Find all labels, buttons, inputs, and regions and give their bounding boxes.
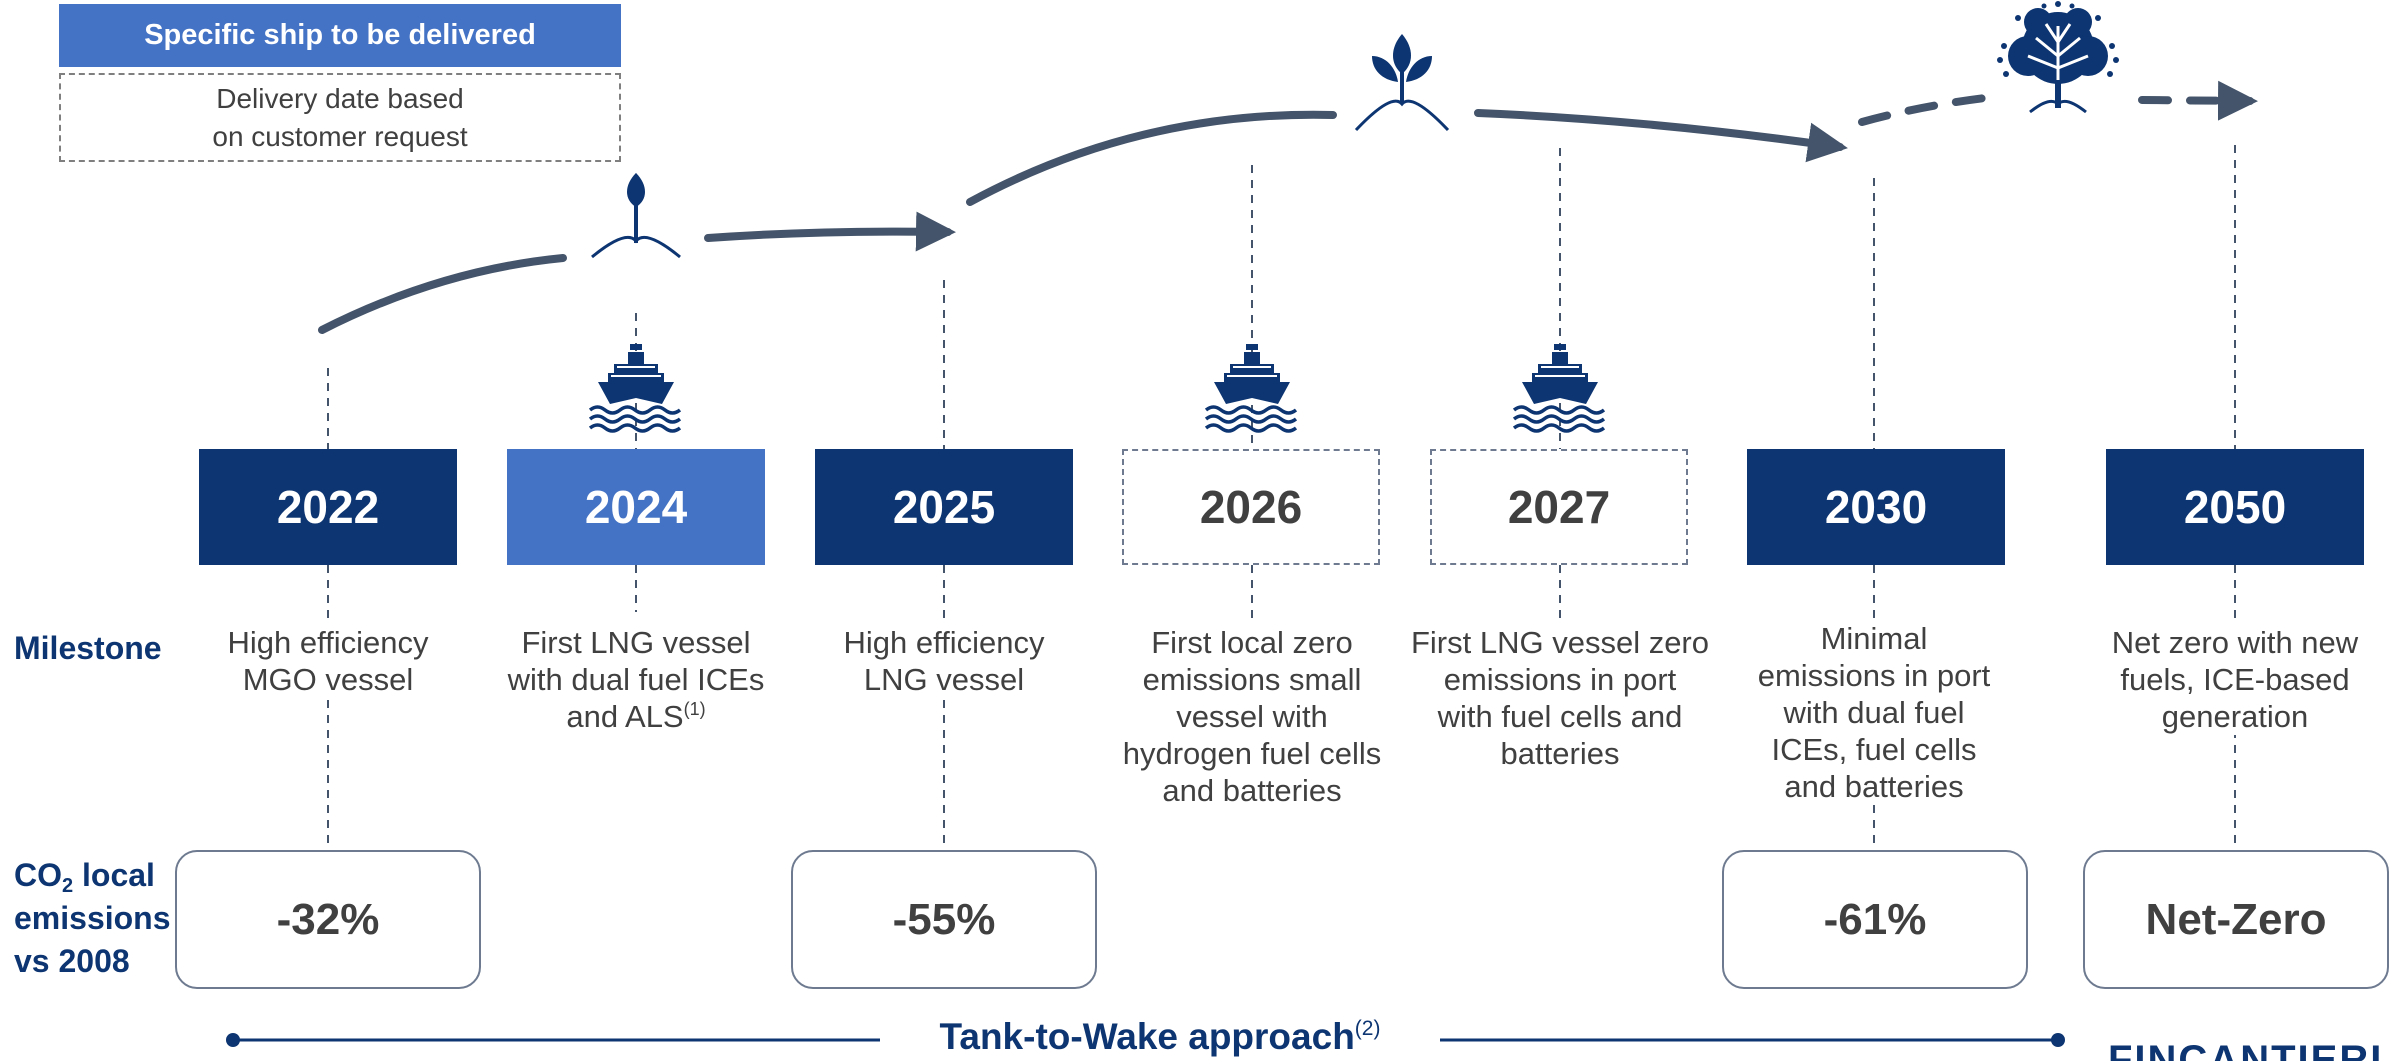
co2-label-suffix: local	[73, 857, 155, 893]
approach-text: Tank-to-Wake approach	[939, 1016, 1355, 1057]
milestone-line: First local zero	[1151, 625, 1353, 660]
company-logo: FINCANTIERI	[2108, 1038, 2384, 1061]
milestone-text: and ALS	[566, 699, 684, 734]
milestone-line: Net zero with new	[2111, 625, 2359, 660]
milestone-2024: First LNG vessel with dual fuel ICEs and…	[486, 624, 786, 735]
milestone-row-label: Milestone	[14, 630, 162, 666]
emission-2025: -55%	[791, 850, 1097, 989]
legend-delivery-date: Delivery date based on customer request	[59, 73, 621, 162]
milestone-2050: Net zero with new fuels, ICE-based gener…	[2085, 624, 2385, 735]
co2-label-prefix: CO	[14, 857, 62, 893]
emission-2030: -61%	[1722, 850, 2028, 989]
milestone-2027: First LNG vessel zero emissions in port …	[1400, 624, 1720, 772]
milestone-line: with fuel cells and	[1437, 699, 1683, 734]
milestone-line: Minimal	[1820, 621, 1928, 656]
milestone-line: hydrogen fuel cells	[1122, 736, 1382, 771]
milestone-2022: High efficiency MGO vessel	[178, 624, 478, 698]
year-2027-box: 2027	[1430, 449, 1688, 565]
flame-sprout-icon	[591, 173, 681, 259]
legend-solid-label: Specific ship to be delivered	[144, 19, 536, 51]
milestone-line: batteries	[1500, 736, 1620, 771]
co2-label-line2: emissions	[14, 900, 171, 936]
milestone-line: and batteries	[1784, 769, 1964, 804]
approach-label: Tank-to-Wake approach(2)	[880, 1016, 1440, 1058]
milestone-2026: First local zero emissions small vessel …	[1102, 624, 1402, 809]
milestone-line: emissions in port	[1757, 658, 1991, 693]
milestone-line: LNG vessel	[863, 662, 1025, 697]
milestone-line: First LNG vessel	[521, 625, 751, 660]
cruise-ship-icon	[588, 342, 682, 433]
footnote-marker: (2)	[1354, 1017, 1381, 1040]
milestone-line: emissions small	[1142, 662, 1362, 697]
milestone-2030: Minimal emissions in port with dual fuel…	[1724, 620, 2024, 805]
year-2024-box: 2024	[507, 449, 765, 565]
year-2022-box: 2022	[199, 449, 457, 565]
cruise-ship-icon	[1512, 342, 1606, 433]
milestone-line: generation	[2161, 699, 2309, 734]
legend-dashed-line1: Delivery date based	[216, 82, 464, 114]
footnote-marker: (1)	[683, 699, 706, 719]
year-2030-box: 2030	[1747, 449, 2005, 565]
milestone-line: and batteries	[1162, 773, 1342, 808]
cruise-ship-icon	[1204, 342, 1298, 433]
milestone-line: vessel with	[1176, 699, 1328, 734]
three-leaf-sprout-icon	[1354, 34, 1450, 132]
milestone-line: First LNG vessel zero	[1410, 625, 1709, 660]
milestone-line: ICEs, fuel cells	[1771, 732, 1977, 767]
milestone-line: with dual fuel ICEs	[507, 662, 765, 697]
legend-specific-ship: Specific ship to be delivered	[59, 4, 621, 67]
milestone-2025: High efficiency LNG vessel	[794, 624, 1094, 698]
progress-arrows	[318, 80, 2258, 334]
legend-dashed-line2: on customer request	[212, 120, 468, 152]
emission-2022: -32%	[175, 850, 481, 989]
milestone-line: MGO vessel	[242, 662, 414, 697]
year-2026-box: 2026	[1122, 449, 1380, 565]
tree-icon	[1997, 1, 2119, 114]
year-2025-box: 2025	[815, 449, 1073, 565]
milestone-line: and ALS(1)	[486, 698, 786, 735]
milestone-line: with dual fuel	[1783, 695, 1965, 730]
milestone-line: fuels, ICE-based	[2120, 662, 2350, 697]
year-2050-box: 2050	[2106, 449, 2364, 565]
co2-label-subscript: 2	[62, 875, 74, 897]
co2-row-label: CO2 local emissions vs 2008	[14, 854, 171, 983]
co2-label-line3: vs 2008	[14, 943, 130, 979]
emission-2050: Net-Zero	[2083, 850, 2389, 989]
milestone-line: emissions in port	[1443, 662, 1677, 697]
milestone-line: High efficiency	[843, 625, 1045, 660]
milestone-line: High efficiency	[227, 625, 429, 660]
